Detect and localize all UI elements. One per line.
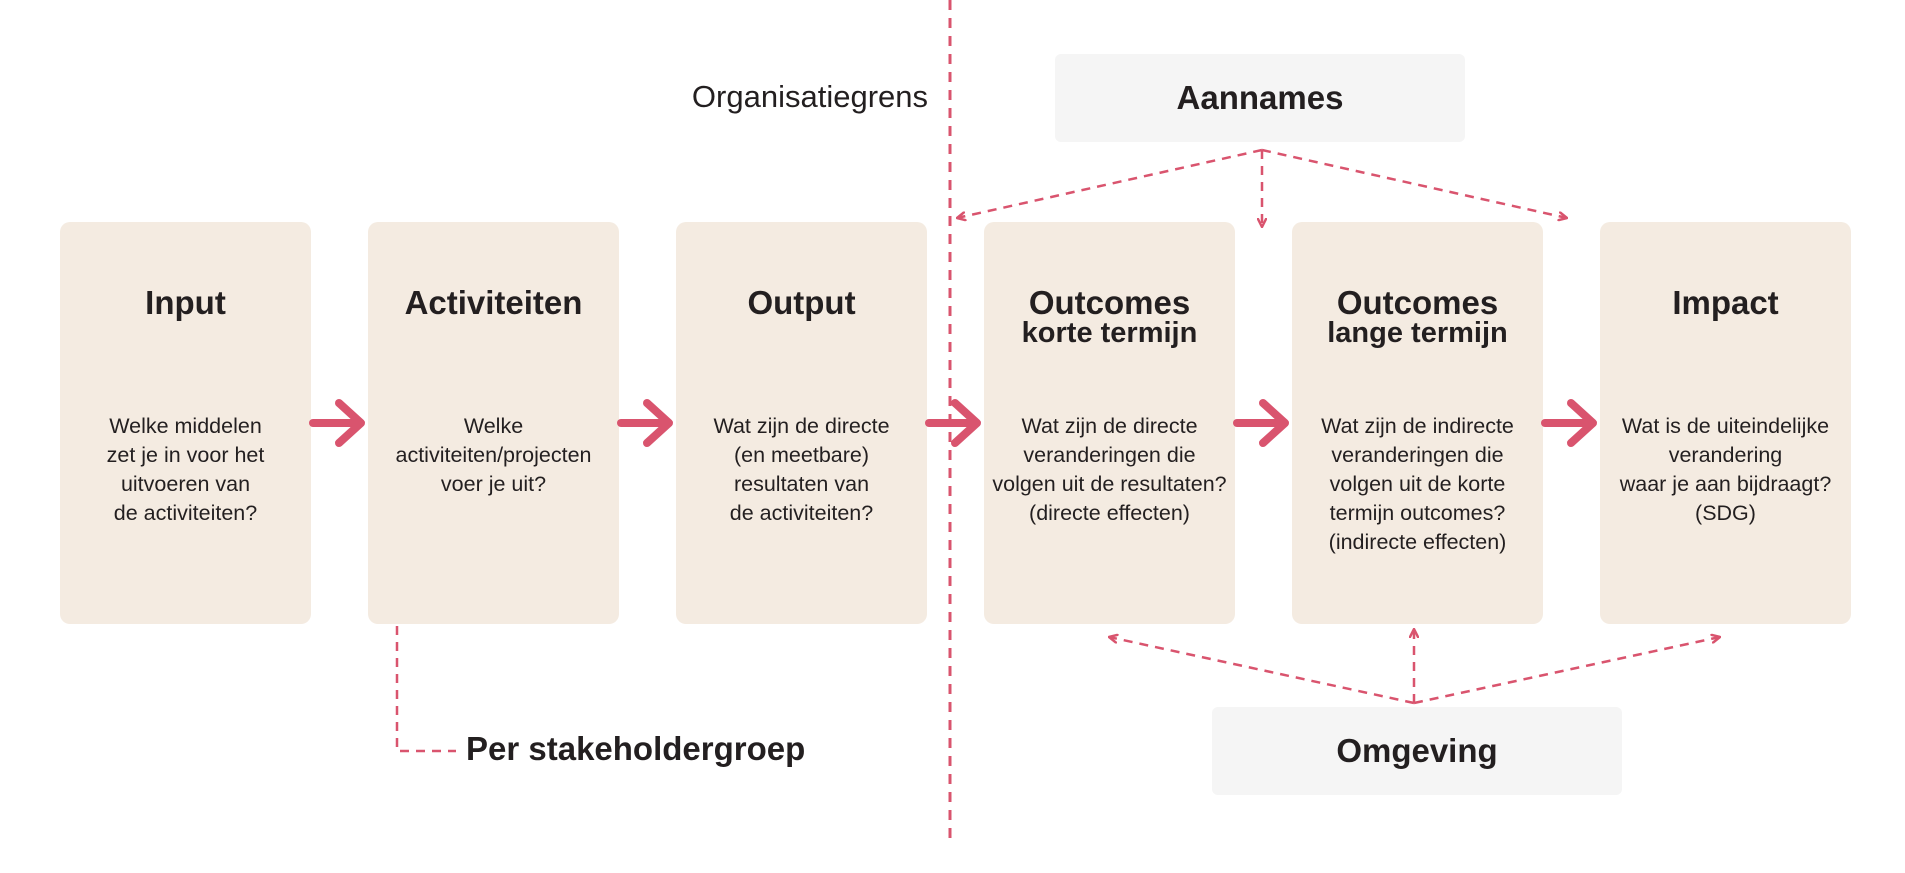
step-description: Wat zijn de directe veranderingen die vo… — [992, 414, 1227, 525]
step-description: Wat zijn de directe (en meetbare) result… — [713, 414, 890, 525]
step-title: Output — [747, 284, 856, 321]
step-title: Outcomes — [1336, 284, 1499, 321]
environment-arrows — [1109, 629, 1720, 705]
step-box-outcomes-long: Outcomes lange termijn Wat zijn de indir… — [1292, 222, 1543, 624]
assumptions-label: Aannames — [1176, 79, 1344, 116]
step-subtitle: lange termijn — [1327, 317, 1508, 349]
flow-arrow — [1541, 399, 1597, 447]
flow-arrow — [1233, 399, 1289, 447]
step-description: Welke activiteiten/projecten voer je uit… — [395, 414, 592, 496]
step-description: Welke middelen zet je in voor het uitvoe… — [106, 414, 265, 525]
step-box-activiteiten: Activiteiten Welke activiteiten/projecte… — [368, 222, 619, 624]
step-description: Wat is de uiteindelijke verandering waar… — [1619, 414, 1832, 525]
flow-arrow — [309, 399, 365, 447]
step-box-output: Output Wat zijn de directe (en meetbare)… — [676, 222, 927, 624]
environment-box: Omgeving — [1212, 707, 1622, 795]
step-box-input: Input Welke middelen zet je in voor het … — [60, 222, 311, 624]
flow-arrow — [925, 399, 981, 447]
step-title: Impact — [1672, 284, 1779, 321]
assumptions-box: Aannames — [1055, 54, 1465, 142]
environment-label: Omgeving — [1336, 732, 1498, 769]
step-box-outcomes-short: Outcomes korte termijn Wat zijn de direc… — [984, 222, 1235, 624]
step-title: Activiteiten — [404, 284, 583, 321]
assumptions-arrows — [957, 148, 1567, 227]
step-description: Wat zijn de indirecte veranderingen die … — [1321, 414, 1514, 554]
step-box-impact: Impact Wat is de uiteindelijke veranderi… — [1600, 222, 1851, 624]
stakeholder-connector — [395, 626, 456, 753]
step-title: Outcomes — [1028, 284, 1191, 321]
stakeholder-label: Per stakeholdergroep — [466, 730, 806, 767]
flow-arrow — [617, 399, 673, 447]
step-title: Input — [145, 284, 226, 321]
boundary-label: Organisatiegrens — [691, 79, 928, 114]
step-subtitle: korte termijn — [1021, 317, 1198, 349]
